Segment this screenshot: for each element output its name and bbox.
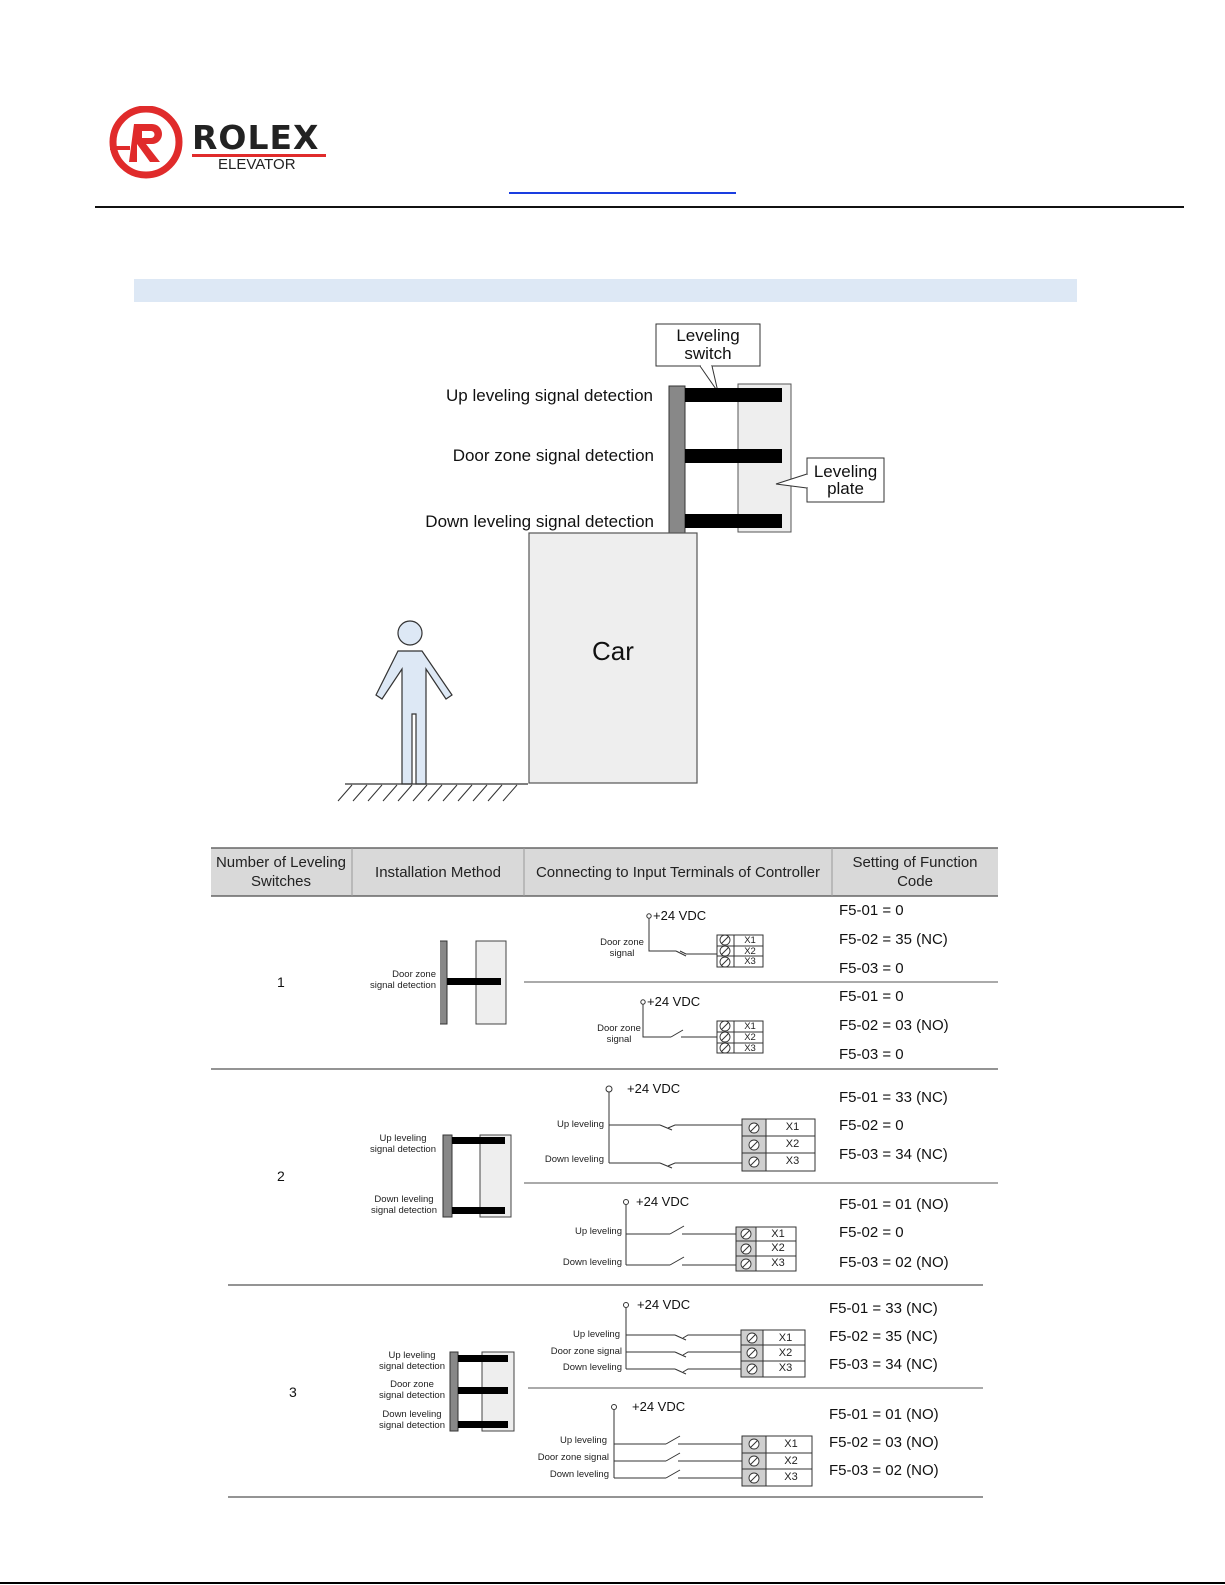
leveling-diagram-graphic [337, 323, 885, 802]
header-rule [95, 206, 1184, 208]
code-1b-f503: F5-03 = 0 [839, 1046, 904, 1063]
install-2-up-label: Up leveling signal detection [369, 1133, 437, 1155]
input-1a-door: Door zone signal [600, 937, 644, 959]
input-2a-down: Down leveling [544, 1154, 604, 1165]
row-number-1: 1 [277, 974, 285, 990]
header-number: Number of Leveling Switches [215, 854, 347, 890]
code-1b-f501: F5-01 = 0 [839, 988, 904, 1005]
header-link[interactable] [509, 192, 736, 194]
code-2b-f503: F5-03 = 02 (NO) [839, 1254, 949, 1271]
term-3a-x1: X1 [778, 1332, 793, 1344]
wiring-diagrams-graphic [605, 913, 816, 1487]
settings-table [210, 847, 999, 1502]
header-setting: Setting of Function Code [852, 854, 978, 890]
code-3a-f502: F5-02 = 35 (NC) [829, 1328, 938, 1345]
term-2b-x3: X3 [771, 1257, 785, 1269]
term-1b-x1: X1 [744, 1021, 756, 1032]
vdc-3b: +24 VDC [632, 1399, 686, 1414]
logo-sub: ELEVATOR [218, 156, 296, 173]
term-3b-x2: X2 [784, 1455, 798, 1467]
car-label: Car [592, 636, 634, 666]
term-1b-x3: X3 [744, 1043, 756, 1054]
callout-switch-line1: Leveling [676, 326, 740, 345]
logo-emblem-icon [109, 106, 183, 179]
term-1a-x2: X2 [744, 946, 756, 957]
input-1b-door: Door zone signal [597, 1023, 641, 1045]
term-3b-x3: X3 [784, 1471, 798, 1483]
logo-underline [192, 154, 326, 157]
callout-switch-line2: switch [684, 344, 732, 363]
term-3a-x2: X2 [778, 1347, 793, 1359]
header-connecting: Connecting to Input Terminals of Control… [535, 864, 821, 881]
install-3-door-label: Door zone signal detection [378, 1379, 446, 1401]
code-1a-f503: F5-03 = 0 [839, 960, 904, 977]
row-number-3: 3 [289, 1384, 297, 1400]
logo-brand: ROLEX [192, 118, 320, 157]
input-2a-up: Up leveling [557, 1119, 604, 1130]
code-3b-f503: F5-03 = 02 (NO) [829, 1462, 939, 1479]
code-1a-f501: F5-01 = 0 [839, 902, 904, 919]
code-3b-f501: F5-01 = 01 (NO) [829, 1406, 939, 1423]
up-leveling-label: Up leveling signal detection [446, 386, 653, 405]
code-1b-f502: F5-02 = 03 (NO) [839, 1017, 949, 1034]
term-2b-x1: X1 [771, 1228, 785, 1240]
code-2a-f502: F5-02 = 0 [839, 1117, 904, 1134]
down-leveling-label: Down leveling signal detection [425, 512, 654, 531]
vdc-1a: +24 VDC [653, 908, 707, 923]
vdc-2b: +24 VDC [636, 1194, 690, 1209]
callout-plate-line1: Leveling [813, 462, 878, 481]
term-2a-x2: X2 [785, 1138, 800, 1150]
code-1a-f502: F5-02 = 35 (NC) [839, 931, 948, 948]
install-drawings-graphic [440, 940, 515, 1432]
code-2a-f503: F5-03 = 34 (NC) [839, 1146, 948, 1163]
input-2b-up: Up leveling [575, 1226, 622, 1237]
term-1b-x2: X2 [744, 1032, 756, 1043]
term-3a-x3: X3 [778, 1362, 793, 1374]
table-grid [211, 847, 998, 1498]
term-1a-x3: X3 [744, 956, 756, 967]
row-number-2: 2 [277, 1168, 285, 1184]
door-zone-label: Door zone signal detection [452, 446, 654, 465]
term-2a-x3: X3 [785, 1155, 800, 1167]
code-2b-f502: F5-02 = 0 [839, 1224, 904, 1241]
wiring-diagrams [528, 898, 828, 1493]
install-2-down-label: Down leveling signal detection [370, 1194, 438, 1216]
code-2b-f501: F5-01 = 01 (NO) [839, 1196, 949, 1213]
install-drawings [440, 940, 520, 1435]
term-2a-x1: X1 [785, 1121, 800, 1133]
install-1-label: Door zone signal detection [369, 969, 436, 991]
company-logo: ROLEX ELEVATOR [108, 106, 333, 180]
term-2b-x2: X2 [771, 1242, 785, 1254]
input-3b-down: Down leveling [549, 1469, 609, 1480]
install-3-down-label: Down leveling signal detection [378, 1409, 446, 1431]
vdc-3a: +24 VDC [637, 1297, 691, 1312]
callout-plate-line2: plate [827, 479, 864, 498]
input-3b-up: Up leveling [560, 1435, 607, 1446]
code-2a-f501: F5-01 = 33 (NC) [839, 1089, 948, 1106]
term-1a-x1: X1 [744, 935, 756, 946]
vdc-1b: +24 VDC [647, 994, 701, 1009]
code-3a-f501: F5-01 = 33 (NC) [829, 1300, 938, 1317]
code-3a-f503: F5-03 = 34 (NC) [829, 1356, 938, 1373]
install-3-up-label: Up leveling signal detection [378, 1350, 446, 1372]
page-bottom-rule [0, 1582, 1225, 1584]
header-installation: Installation Method [375, 864, 501, 881]
input-3b-door: Door zone signal [537, 1452, 609, 1463]
vdc-2a: +24 VDC [627, 1081, 681, 1096]
input-3a-up: Up leveling [573, 1329, 620, 1340]
input-2b-down: Down leveling [562, 1257, 622, 1268]
term-3b-x1: X1 [784, 1438, 798, 1450]
section-highlight-bar [134, 279, 1077, 302]
input-3a-down: Down leveling [562, 1362, 622, 1373]
leveling-diagram [330, 320, 900, 810]
input-3a-door: Door zone signal [550, 1346, 622, 1357]
code-3b-f502: F5-02 = 03 (NO) [829, 1434, 939, 1451]
